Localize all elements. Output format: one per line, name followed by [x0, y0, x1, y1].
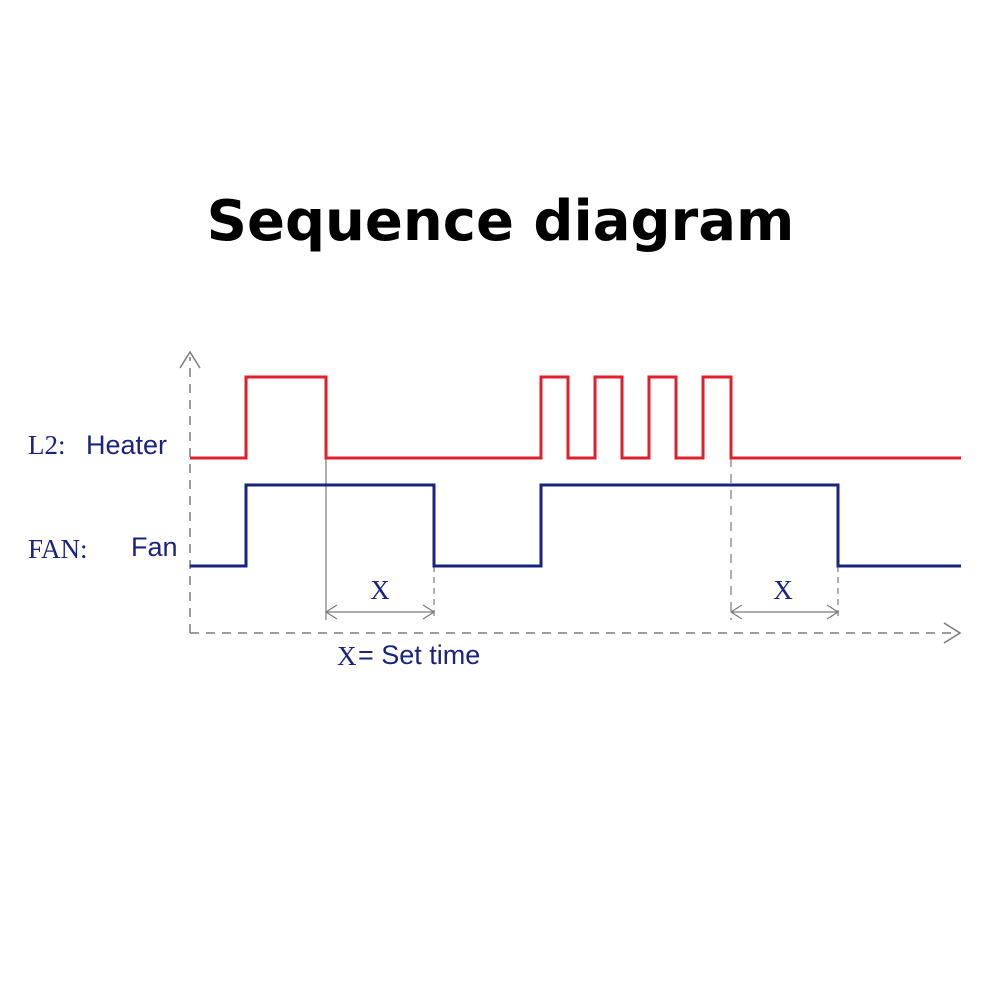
legend-text: = Set time: [358, 640, 480, 670]
delay-label-1: X: [370, 575, 390, 605]
delay-markers: [324, 604, 840, 620]
heater-signal-name: Heater: [86, 430, 167, 460]
y-axis-arrow-icon: [179, 350, 201, 369]
delay-label-2: X: [773, 575, 793, 605]
diagram-title: Sequence diagram: [206, 189, 795, 254]
heater-waveform: [190, 375, 961, 460]
delay-arrow-left-1-icon: [324, 604, 338, 620]
fan-signal-prefix: FAN:: [28, 534, 88, 564]
guide-lines: [325, 458, 839, 620]
delay-arrow-right-1-icon: [422, 604, 436, 620]
axes: [179, 350, 962, 644]
fan-waveform: [190, 483, 961, 568]
delay-arrow-right-2-icon: [826, 604, 840, 620]
legend-symbol: X: [337, 641, 357, 671]
delay-arrow-left-2-icon: [729, 604, 743, 620]
heater-signal-prefix: L2:: [28, 430, 66, 460]
x-axis-arrow-icon: [943, 622, 962, 644]
fan-signal-name: Fan: [131, 532, 178, 562]
